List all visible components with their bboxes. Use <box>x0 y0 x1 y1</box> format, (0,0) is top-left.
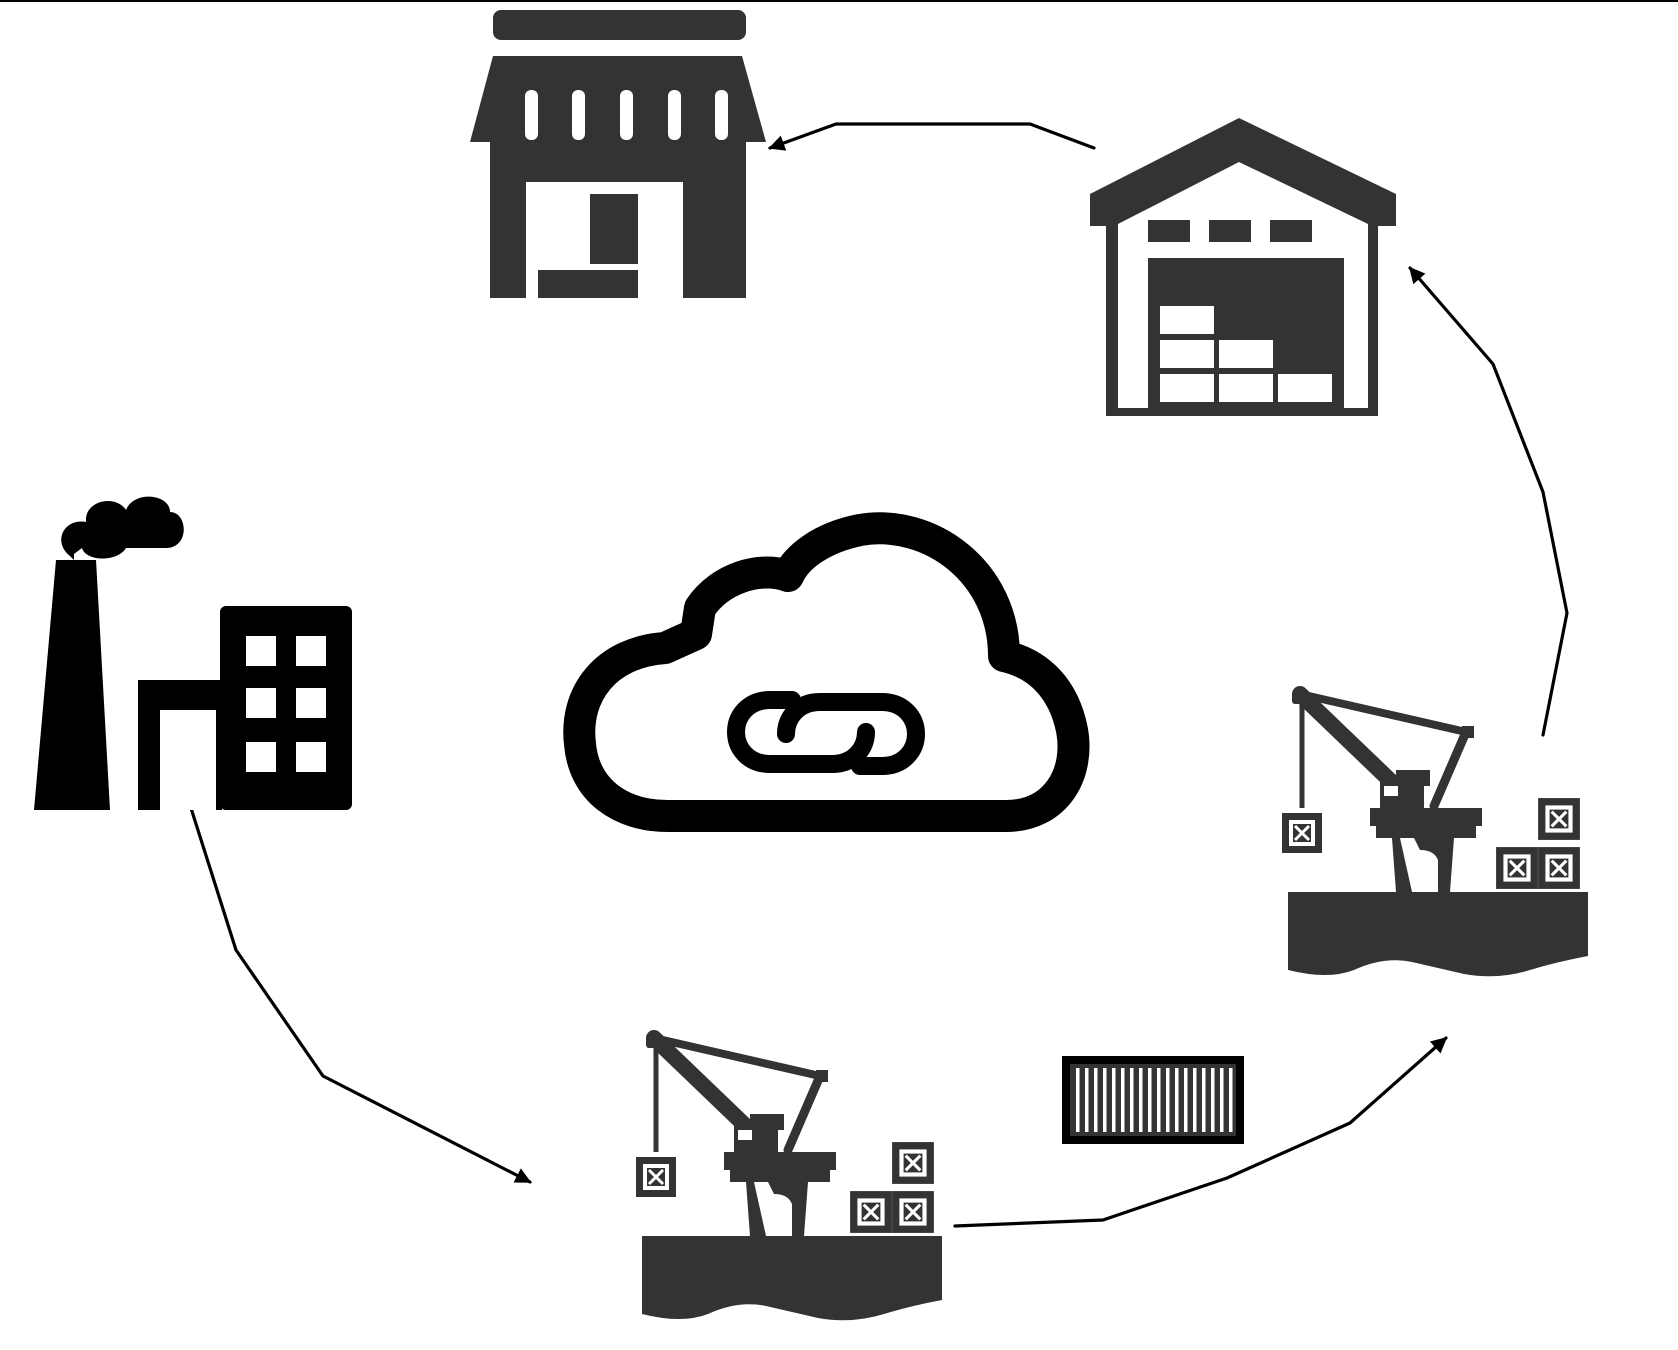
container-rib <box>1220 1068 1224 1132</box>
arrow-destination-port-to-warehouse <box>1408 266 1569 737</box>
container-rib <box>1130 1068 1134 1132</box>
container-rib <box>1112 1068 1116 1132</box>
shipping-container-icon <box>1062 1056 1244 1144</box>
origin-port-icon <box>636 1036 942 1320</box>
retail-store-icon <box>470 10 766 300</box>
container-rib <box>1148 1068 1152 1132</box>
arrow-origin-port-to-destination-port <box>953 1036 1448 1228</box>
container-rib <box>1121 1068 1125 1132</box>
container-rib <box>1211 1068 1215 1132</box>
container-rib <box>1076 1068 1080 1132</box>
container-rib <box>1166 1068 1170 1132</box>
factory-icon <box>34 496 352 810</box>
cloud-link-icon <box>563 512 1090 832</box>
container-rib <box>1184 1068 1188 1132</box>
container-rib <box>1193 1068 1197 1132</box>
container-rib <box>1229 1068 1233 1132</box>
container-rib <box>1085 1068 1089 1132</box>
arrow-warehouse-to-retail-store <box>768 122 1096 151</box>
warehouse-icon <box>1090 118 1396 416</box>
container-rib <box>1139 1068 1143 1132</box>
container-rib <box>1103 1068 1107 1132</box>
flow-arrows <box>188 122 1569 1228</box>
container-rib <box>1157 1068 1161 1132</box>
container-rib <box>1175 1068 1179 1132</box>
arrow-factory-to-origin-port <box>188 803 532 1184</box>
container-rib <box>1202 1068 1206 1132</box>
container-rib <box>1094 1068 1098 1132</box>
